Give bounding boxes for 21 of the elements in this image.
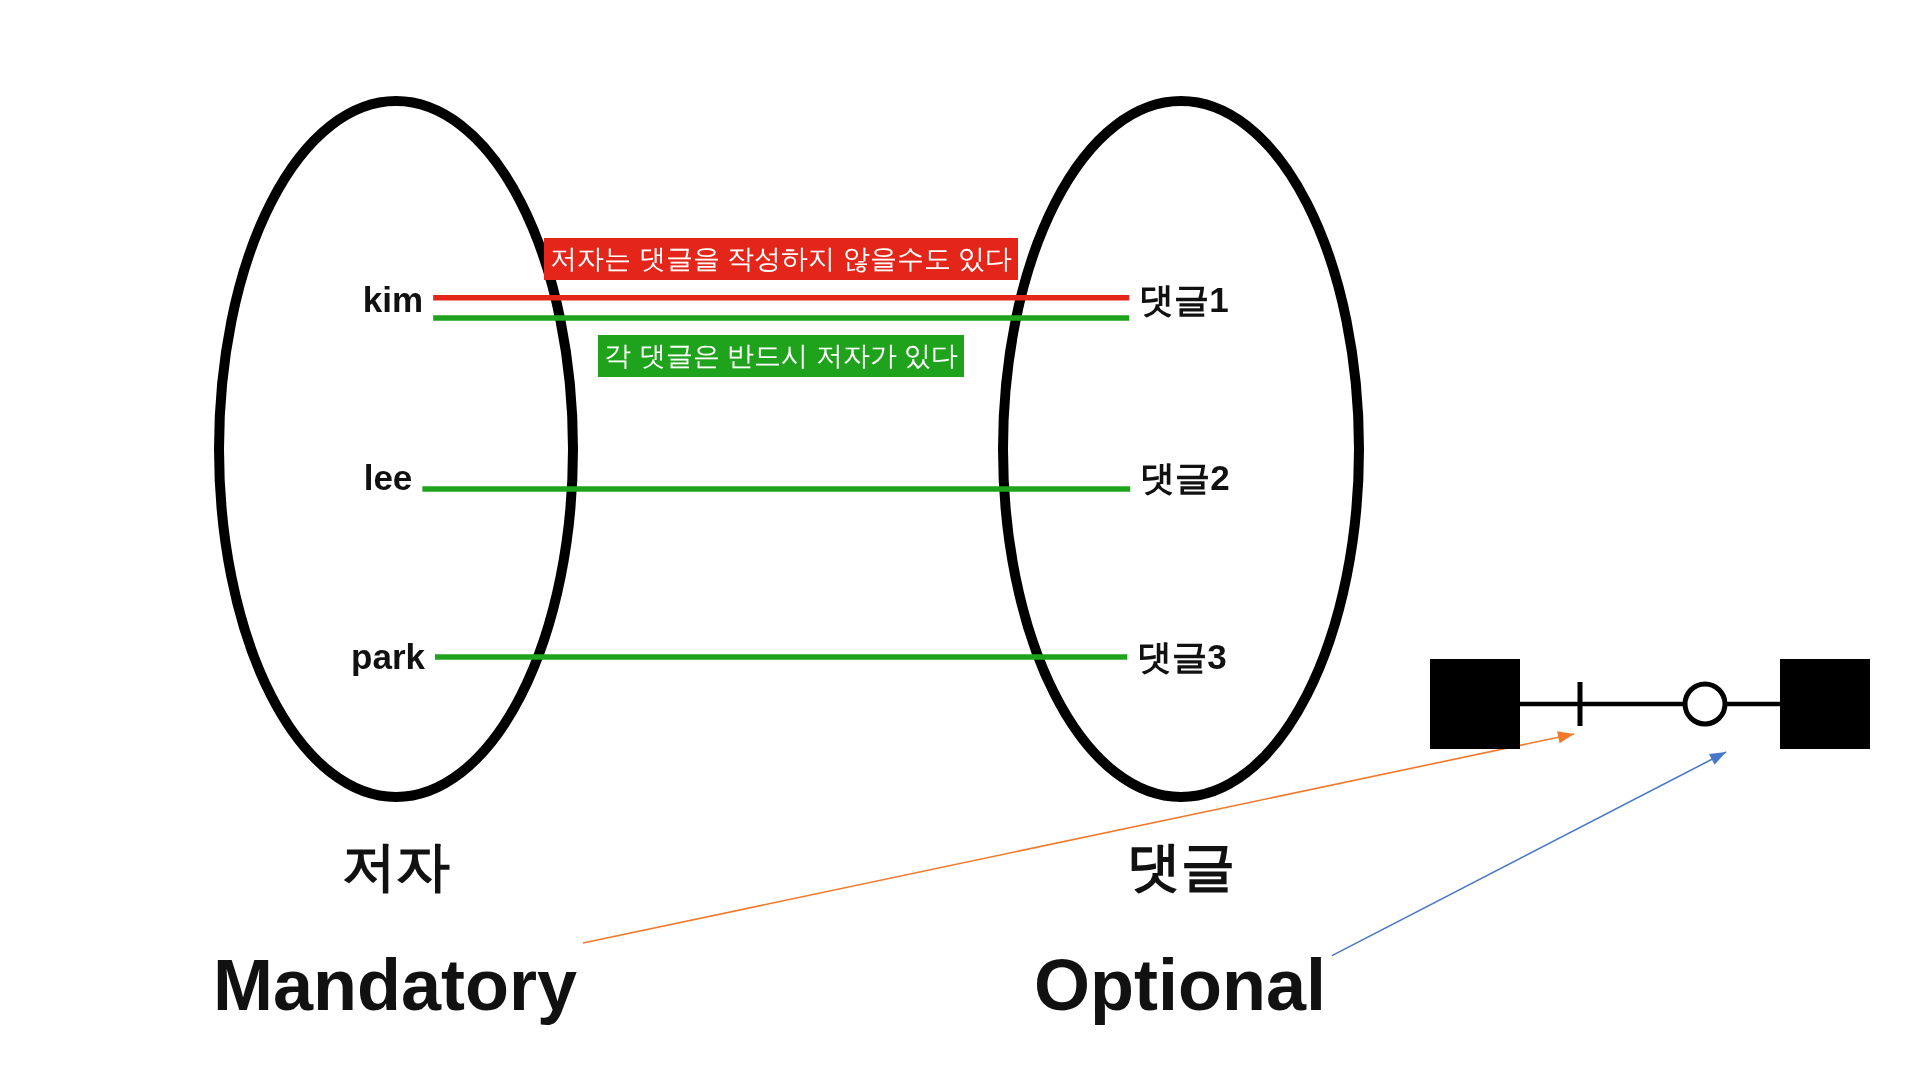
entity-square <box>1780 659 1870 749</box>
member-label: kim <box>352 278 434 322</box>
entity-square <box>1430 659 1520 749</box>
term-label: Mandatory <box>207 943 583 1027</box>
member-label: 댓글3 <box>1127 635 1237 679</box>
leader-arrow <box>582 731 1575 944</box>
member-label: lee <box>353 456 423 500</box>
member-label: 댓글1 <box>1129 278 1239 322</box>
mapping-line <box>433 295 1130 301</box>
term-label: Optional <box>1028 943 1332 1027</box>
member-label: 댓글2 <box>1130 456 1240 500</box>
relationship-line <box>1520 679 1780 729</box>
mapping-line <box>434 654 1128 660</box>
edge-label: 저자는 댓글을 작성하지 않을수도 있다 <box>544 237 1019 280</box>
mapping-line <box>433 315 1130 321</box>
set-title: 저자 <box>342 835 450 897</box>
member-label: park <box>341 635 435 679</box>
leader-arrow <box>1331 751 1727 957</box>
mapping-line <box>422 486 1131 492</box>
edge-label: 각 댓글은 반드시 저자가 있다 <box>598 335 965 378</box>
set-title: 댓글 <box>1127 835 1235 897</box>
